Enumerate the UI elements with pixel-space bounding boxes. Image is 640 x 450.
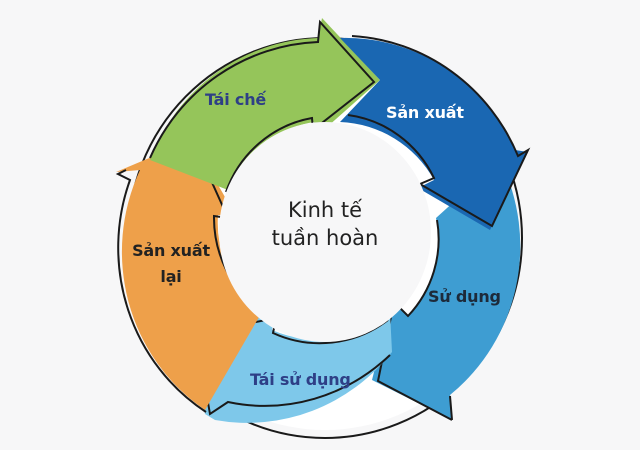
- center-hub: [219, 122, 431, 342]
- label-san-xuat: Sản xuất: [386, 103, 464, 122]
- label-san-xuat-lai: Sản xuất lại: [131, 238, 211, 290]
- label-tai-su-dung: Tái sử dụng: [250, 370, 351, 389]
- label-san-xuat-lai-line2: lại: [160, 267, 182, 286]
- arrow-san-xuat: [340, 37, 528, 230]
- center-title-line2: tuần hoàn: [271, 226, 379, 250]
- label-tai-che: Tái chế: [205, 90, 267, 109]
- center-title-line1: Kinh tế: [287, 198, 363, 222]
- arrow-tai-che: [150, 18, 380, 190]
- label-san-xuat-lai-line1: Sản xuất: [132, 241, 210, 260]
- label-su-dung: Sử dụng: [428, 287, 501, 306]
- center-title: Kinh tế tuần hoàn: [240, 196, 410, 252]
